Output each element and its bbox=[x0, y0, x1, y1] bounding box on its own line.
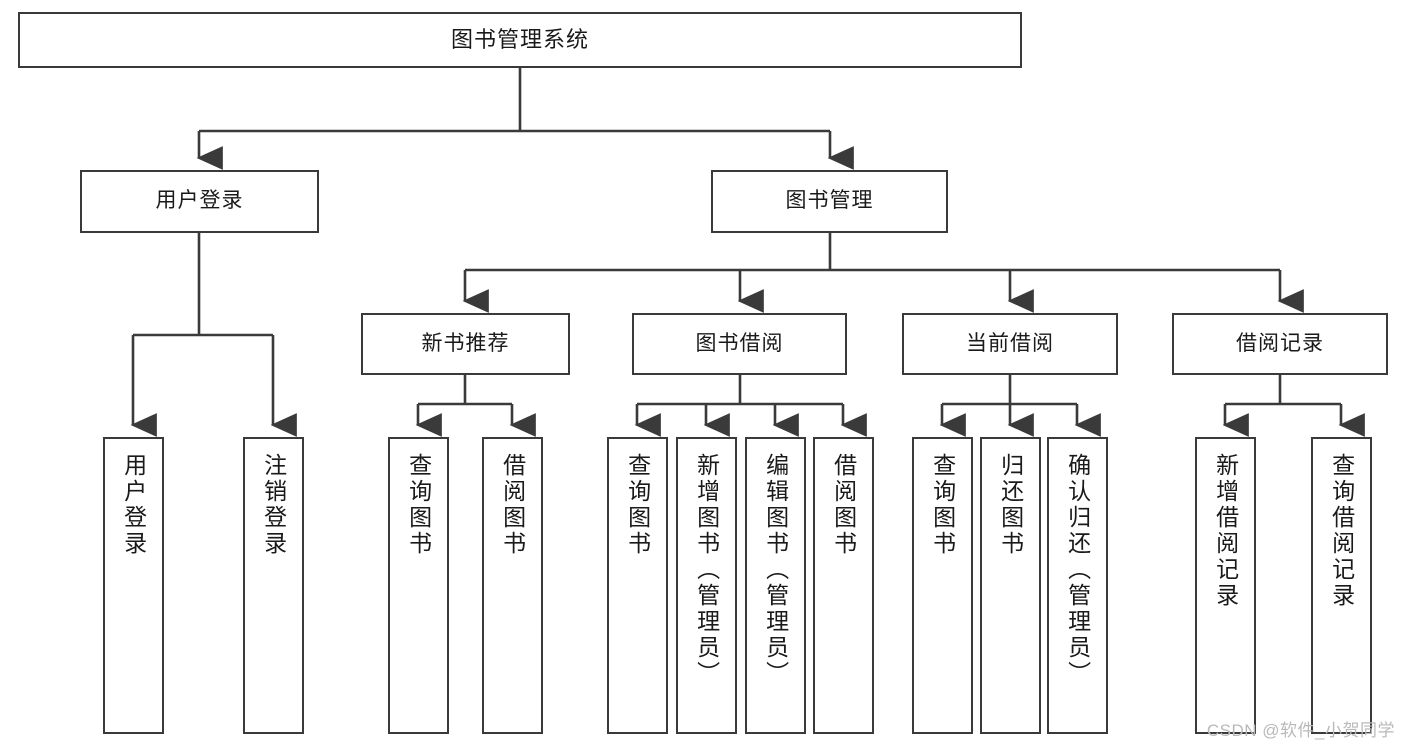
leaf-label: 查询图书 bbox=[405, 453, 432, 557]
leaf-label: 归还图书 bbox=[997, 453, 1024, 557]
leaf-label: 用户登录 bbox=[120, 453, 147, 557]
leaf-borrow-record-query[interactable]: 查询借阅记录 bbox=[1311, 437, 1372, 734]
leaf-label: 借阅图书 bbox=[499, 453, 526, 557]
leaf-label: 查询借阅记录 bbox=[1328, 453, 1355, 609]
leaf-label: 查询图书 bbox=[929, 453, 956, 557]
node-user-login-label: 用户登录 bbox=[155, 189, 244, 213]
node-book-borrow[interactable]: 图书借阅 bbox=[632, 313, 847, 375]
node-root[interactable]: 图书管理系统 bbox=[18, 12, 1022, 68]
leaf-label: 编辑图书（管理员） bbox=[762, 453, 789, 687]
node-borrow-record-label: 借阅记录 bbox=[1236, 331, 1324, 355]
node-new-book-recommend[interactable]: 新书推荐 bbox=[361, 313, 570, 375]
leaf-label: 借阅图书 bbox=[830, 453, 857, 557]
watermark: CSDN @软件_小贺同学 bbox=[1206, 721, 1395, 740]
leaf-current-borrow-return[interactable]: 归还图书 bbox=[980, 437, 1041, 734]
leaf-user-login-login[interactable]: 用户登录 bbox=[103, 437, 164, 734]
node-book-manage[interactable]: 图书管理 bbox=[711, 170, 948, 233]
leaf-label: 注销登录 bbox=[260, 453, 287, 557]
leaf-label: 查询图书 bbox=[624, 453, 651, 557]
leaf-book-borrow-edit[interactable]: 编辑图书（管理员） bbox=[745, 437, 806, 734]
leaf-book-borrow-borrow[interactable]: 借阅图书 bbox=[813, 437, 874, 734]
leaf-new-book-borrow[interactable]: 借阅图书 bbox=[482, 437, 543, 734]
node-root-label: 图书管理系统 bbox=[450, 27, 589, 53]
leaf-user-login-logout[interactable]: 注销登录 bbox=[243, 437, 304, 734]
leaf-book-borrow-query[interactable]: 查询图书 bbox=[607, 437, 668, 734]
leaf-borrow-record-add[interactable]: 新增借阅记录 bbox=[1195, 437, 1256, 734]
leaf-label: 新增借阅记录 bbox=[1212, 453, 1239, 609]
node-book-borrow-label: 图书借阅 bbox=[695, 331, 784, 355]
node-user-login[interactable]: 用户登录 bbox=[80, 170, 319, 233]
node-current-borrow-label: 当前借阅 bbox=[966, 331, 1054, 355]
leaf-new-book-query[interactable]: 查询图书 bbox=[388, 437, 449, 734]
leaf-book-borrow-add[interactable]: 新增图书（管理员） bbox=[676, 437, 737, 734]
node-book-manage-label: 图书管理 bbox=[785, 189, 874, 213]
node-current-borrow[interactable]: 当前借阅 bbox=[902, 313, 1118, 375]
leaf-label: 确认归还（管理员） bbox=[1064, 453, 1091, 687]
node-new-book-recommend-label: 新书推荐 bbox=[421, 331, 510, 355]
leaf-current-borrow-confirm[interactable]: 确认归还（管理员） bbox=[1047, 437, 1108, 734]
leaf-label: 新增图书（管理员） bbox=[693, 453, 720, 687]
node-borrow-record[interactable]: 借阅记录 bbox=[1172, 313, 1388, 375]
leaf-current-borrow-query[interactable]: 查询图书 bbox=[912, 437, 973, 734]
